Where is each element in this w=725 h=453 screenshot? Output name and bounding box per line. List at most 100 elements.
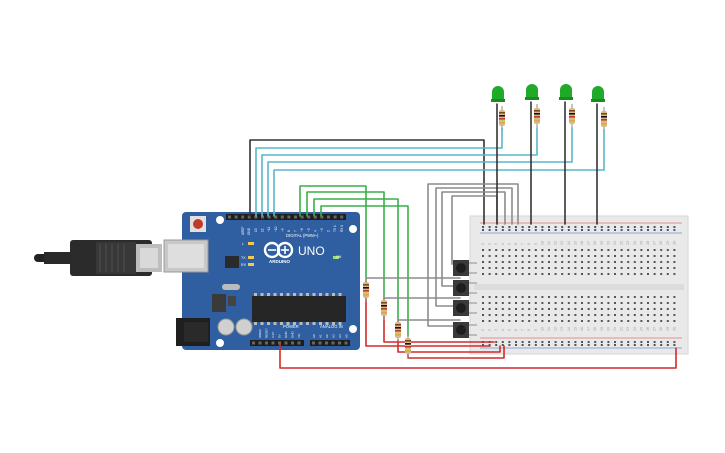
power-header-pin[interactable] (271, 341, 275, 345)
breadboard-hole[interactable] (633, 296, 636, 298)
led-3[interactable] (559, 84, 573, 100)
breadboard-hole[interactable] (501, 273, 504, 275)
breadboard-hole[interactable] (574, 308, 577, 310)
breadboard-hole[interactable] (594, 344, 597, 346)
breadboard-hole[interactable] (640, 302, 643, 304)
breadboard-hole[interactable] (541, 341, 544, 343)
breadboard-hole[interactable] (620, 344, 623, 346)
breadboard-hole[interactable] (673, 267, 676, 269)
breadboard-hole[interactable] (548, 229, 550, 231)
breadboard-hole[interactable] (488, 296, 491, 298)
breadboard-hole[interactable] (600, 344, 603, 346)
breadboard-hole[interactable] (528, 226, 531, 228)
breadboard-hole[interactable] (653, 308, 656, 310)
breadboard-hole[interactable] (647, 314, 649, 316)
wire-cyan-led-1[interactable] (255, 127, 503, 217)
breadboard-hole[interactable] (660, 308, 663, 310)
breadboard-hole[interactable] (541, 255, 544, 257)
breadboard-hole[interactable] (521, 296, 524, 298)
breadboard-hole[interactable] (666, 249, 669, 251)
breadboard-hole[interactable] (673, 308, 676, 310)
breadboard-hole[interactable] (541, 308, 544, 310)
digital-header-pin[interactable] (327, 215, 330, 219)
breadboard-hole[interactable] (633, 249, 636, 251)
breadboard-hole[interactable] (660, 273, 663, 275)
breadboard-hole[interactable] (600, 314, 603, 316)
breadboard-hole[interactable] (482, 302, 484, 304)
breadboard-hole[interactable] (528, 296, 531, 298)
wire-red-2[interactable] (383, 315, 495, 343)
breadboard-hole[interactable] (607, 273, 610, 275)
breadboard-hole[interactable] (508, 226, 511, 228)
breadboard-hole[interactable] (660, 249, 663, 251)
breadboard-hole[interactable] (660, 344, 663, 346)
breadboard-hole[interactable] (666, 314, 669, 316)
breadboard-hole[interactable] (541, 314, 544, 316)
breadboard-hole[interactable] (548, 308, 550, 310)
breadboard-hole[interactable] (607, 267, 610, 269)
breadboard-hole[interactable] (647, 344, 649, 346)
breadboard-hole[interactable] (501, 255, 504, 257)
breadboard-hole[interactable] (587, 314, 590, 316)
breadboard-hole[interactable] (515, 273, 517, 275)
breadboard-hole[interactable] (633, 261, 636, 263)
breadboard-hole[interactable] (554, 308, 557, 310)
breadboard-hole[interactable] (614, 314, 616, 316)
breadboard-hole[interactable] (627, 267, 630, 269)
wire-green-4[interactable] (320, 205, 409, 337)
breadboard-hole[interactable] (600, 302, 603, 304)
breadboard-hole[interactable] (541, 320, 544, 322)
breadboard-hole[interactable] (607, 308, 610, 310)
digital-header-pin[interactable] (307, 215, 311, 219)
breadboard-hole[interactable] (653, 255, 656, 257)
breadboard-hole[interactable] (620, 273, 623, 275)
breadboard-hole[interactable] (554, 226, 557, 228)
breadboard-hole[interactable] (515, 267, 517, 269)
breadboard-hole[interactable] (673, 314, 676, 316)
breadboard-hole[interactable] (594, 226, 597, 228)
breadboard-hole[interactable] (600, 273, 603, 275)
breadboard-hole[interactable] (528, 229, 531, 231)
breadboard-hole[interactable] (521, 302, 524, 304)
breadboard-hole[interactable] (581, 320, 583, 322)
breadboard-hole[interactable] (508, 320, 511, 322)
breadboard-hole[interactable] (620, 226, 623, 228)
breadboard-hole[interactable] (581, 226, 583, 228)
breadboard-hole[interactable] (581, 308, 583, 310)
breadboard-hole[interactable] (495, 344, 498, 346)
pushbutton[interactable] (453, 280, 477, 296)
breadboard-hole[interactable] (627, 273, 630, 275)
breadboard-hole[interactable] (574, 296, 577, 298)
breadboard-hole[interactable] (594, 249, 597, 251)
wire-green-2[interactable] (306, 191, 385, 301)
breadboard-hole[interactable] (488, 229, 491, 231)
breadboard-hole[interactable] (653, 320, 656, 322)
breadboard-hole[interactable] (633, 302, 636, 304)
breadboard-hole[interactable] (653, 229, 656, 231)
wire-grey-top-2[interactable] (441, 191, 506, 287)
breadboard-hole[interactable] (640, 320, 643, 322)
breadboard-hole[interactable] (501, 267, 504, 269)
breadboard-hole[interactable] (666, 229, 669, 231)
breadboard-hole[interactable] (666, 296, 669, 298)
breadboard-hole[interactable] (614, 341, 616, 343)
breadboard-hole[interactable] (501, 296, 504, 298)
breadboard-hole[interactable] (508, 267, 511, 269)
breadboard-hole[interactable] (528, 302, 531, 304)
breadboard-hole[interactable] (495, 229, 498, 231)
breadboard-hole[interactable] (614, 344, 616, 346)
breadboard-hole[interactable] (633, 267, 636, 269)
breadboard-hole[interactable] (495, 320, 498, 322)
breadboard-hole[interactable] (528, 267, 531, 269)
breadboard-hole[interactable] (488, 344, 491, 346)
breadboard-hole[interactable] (508, 341, 511, 343)
breadboard-hole[interactable] (501, 302, 504, 304)
breadboard-hole[interactable] (534, 255, 537, 257)
breadboard-hole[interactable] (495, 341, 498, 343)
breadboard-hole[interactable] (633, 344, 636, 346)
breadboard-hole[interactable] (554, 229, 557, 231)
breadboard-hole[interactable] (633, 226, 636, 228)
breadboard-hole[interactable] (541, 344, 544, 346)
breadboard-hole[interactable] (607, 226, 610, 228)
breadboard-hole[interactable] (607, 255, 610, 257)
